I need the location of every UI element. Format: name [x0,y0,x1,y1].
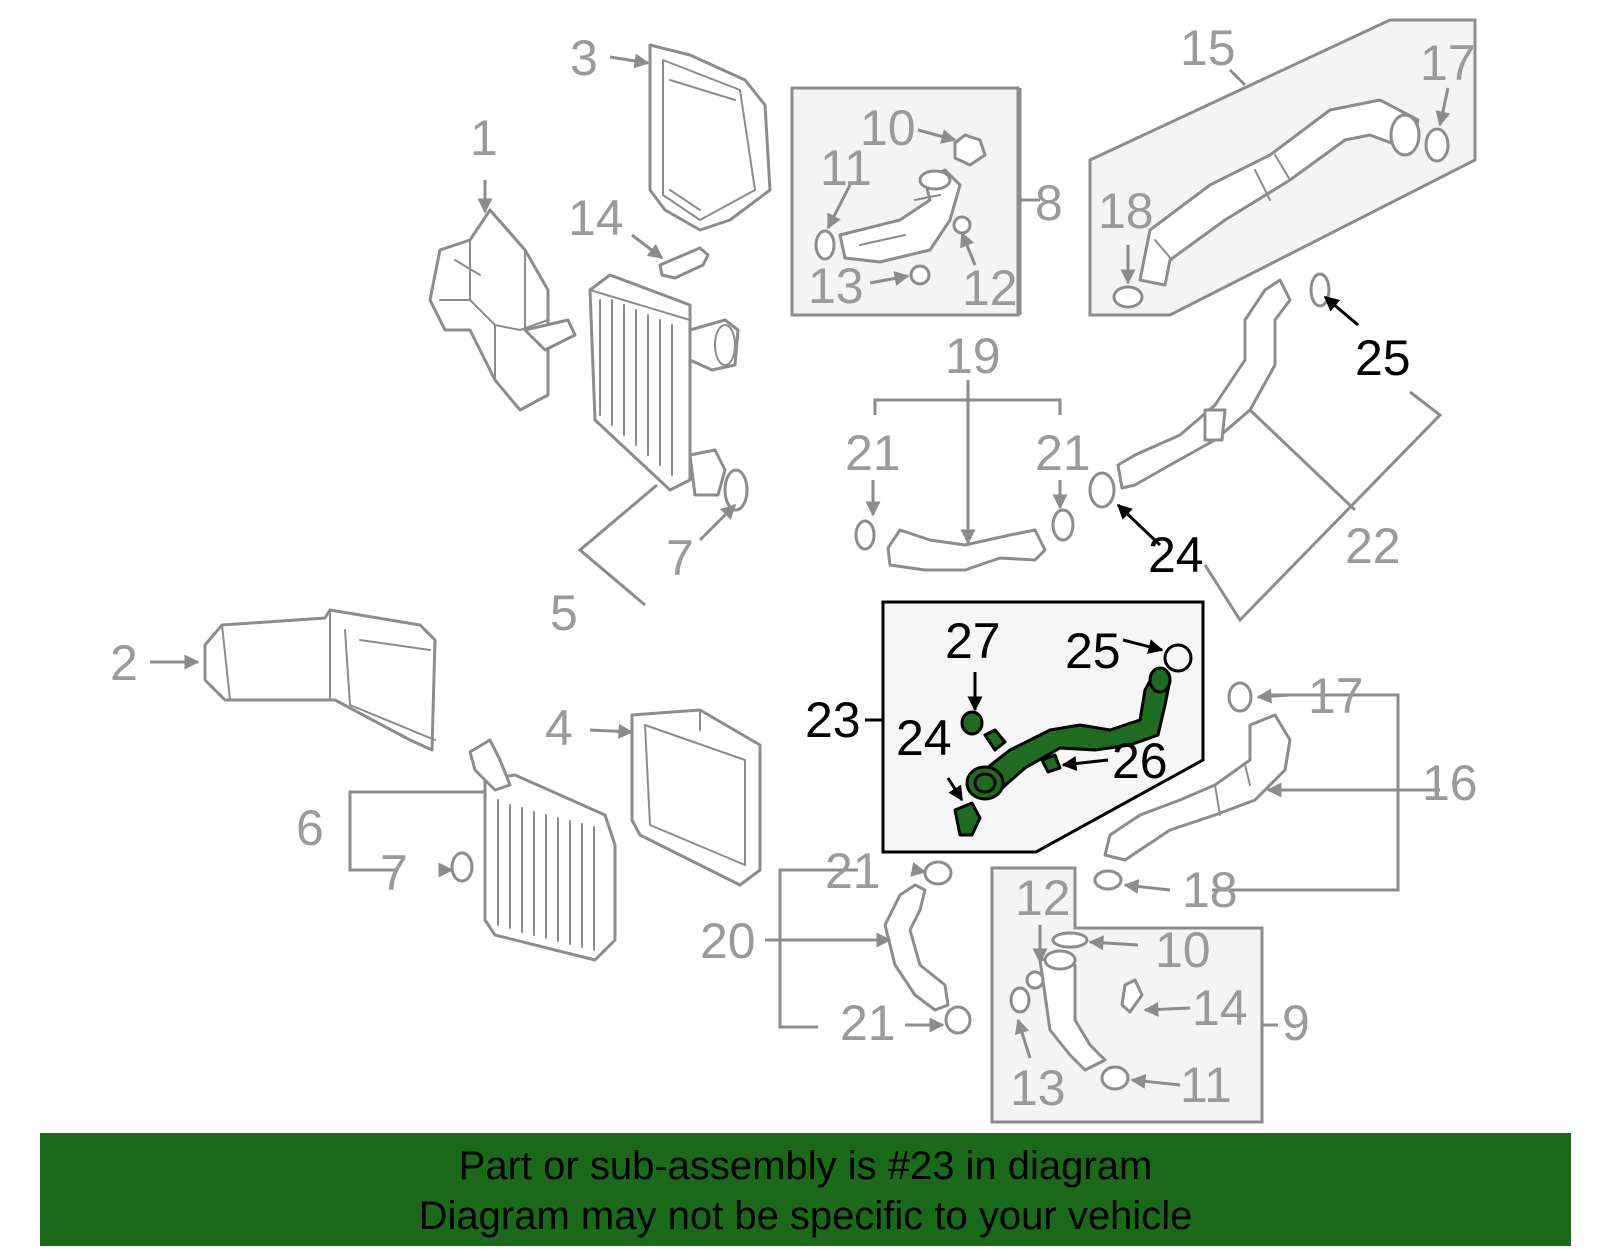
hose-part-19 [854,508,1075,572]
leader-lines [150,53,1451,1089]
callout-10-lower: 10 [1155,922,1211,978]
callout-12-lower: 12 [1015,870,1071,926]
air-duct-part-2 [203,608,437,752]
callout-17-lower: 17 [1308,668,1364,724]
callout-25-panel: 25 [1065,623,1121,679]
callout-14-lower: 14 [1192,980,1248,1036]
leader-lines-highlighted [865,295,1359,802]
callout-21-lower-top: 21 [825,843,881,899]
callout-13: 13 [808,258,864,314]
callout-25: 25 [1355,330,1411,386]
pipe-part-23-highlighted [953,643,1193,837]
callout-16: 16 [1422,755,1478,811]
callout-3: 3 [570,30,598,86]
callout-11-lower: 11 [1180,1057,1232,1113]
callout-1: 1 [470,110,498,166]
callout-24-panel: 24 [896,710,952,766]
shroud-part-4 [630,708,762,887]
callout-6: 6 [296,800,324,856]
callout-23: 23 [805,692,861,748]
callout-20: 20 [700,913,756,969]
banner-line-1: Part or sub-assembly is #23 in diagram [458,1144,1153,1188]
callout-18-lower: 18 [1182,862,1238,918]
intercooler-part-5 [588,273,749,512]
callout-13-lower: 13 [1010,1060,1066,1116]
callout-2: 2 [110,635,138,691]
callout-15: 15 [1180,20,1236,76]
callout-26: 26 [1112,733,1168,789]
callout-9: 9 [1282,995,1310,1051]
callout-21-right: 21 [1035,425,1091,481]
pipe-part-8 [814,133,987,286]
callout-8: 8 [1035,175,1063,231]
callout-21-left: 21 [845,425,901,481]
callout-18: 18 [1098,183,1154,239]
intercooler-part-6 [450,738,617,962]
callout-4: 4 [545,700,573,756]
clip-part-14 [658,246,710,280]
callout-12: 12 [962,260,1018,316]
pipe-part-22 [1088,272,1331,509]
pipe-part-9 [1009,931,1144,1091]
callout-labels: 1 3 14 5 7 2 4 6 7 10 11 8 13 12 15 17 1… [110,20,1478,1116]
hose-part-16 [1093,681,1292,891]
callout-19: 19 [945,328,1001,384]
callout-17: 17 [1420,35,1476,91]
info-banner: Part or sub-assembly is #23 in diagram D… [40,1133,1571,1246]
air-guide-part-1 [428,208,577,412]
callout-7: 7 [666,530,694,586]
callout-7-lower: 7 [380,845,408,901]
callout-24: 24 [1148,527,1204,583]
callout-27: 27 [945,613,1001,669]
callout-11: 11 [820,140,872,196]
banner-line-2: Diagram may not be specific to your vehi… [418,1194,1193,1238]
hose-part-15 [1112,98,1450,309]
hose-part-20 [883,860,972,1035]
callout-22: 22 [1345,518,1401,574]
panel-23 [881,600,1205,854]
callout-5: 5 [550,585,578,641]
shroud-part-3 [648,43,772,232]
callout-10: 10 [860,100,916,156]
callout-21-lower-bottom: 21 [840,995,896,1051]
callout-14: 14 [568,190,624,246]
